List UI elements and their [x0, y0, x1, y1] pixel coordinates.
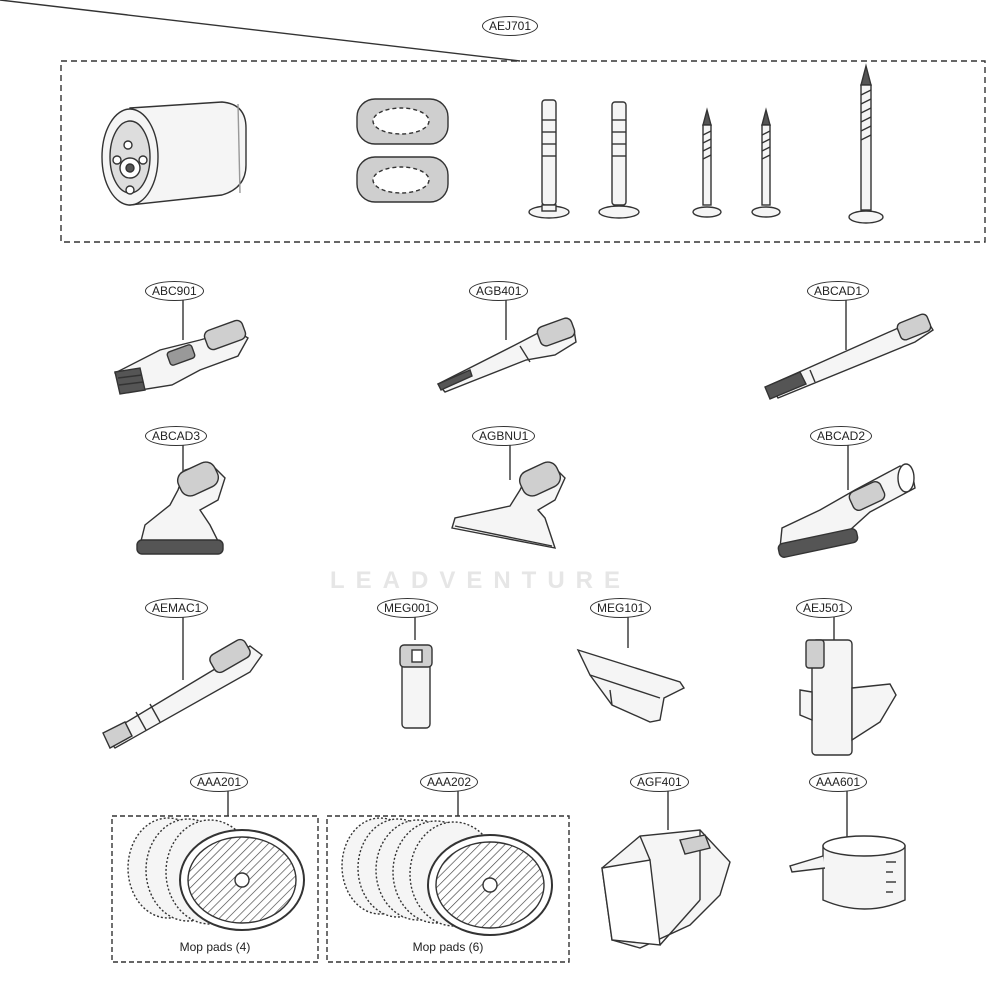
clip-meg101: [576, 648, 686, 723]
label-aaa202: AAA202: [420, 772, 479, 792]
dust-bag-agf401: [601, 829, 731, 949]
label-agf401: AGF401: [630, 772, 689, 792]
group-box-aej701: [60, 60, 986, 243]
label-aaa201: AAA201: [190, 772, 249, 792]
tool-abcad2: [777, 463, 916, 558]
mop-pads-4: [127, 817, 305, 931]
label-agbnu1: AGBNU1: [472, 426, 536, 446]
watermark: LEADVENTURE: [330, 567, 632, 594]
rubber-pads-part: [356, 98, 449, 203]
tool-aemac1: [102, 638, 263, 749]
bracket-aej501: [799, 639, 897, 756]
label-abc901: ABC901: [145, 281, 204, 301]
caption-mop-pads-6: Mop pads (6): [412, 940, 484, 954]
measuring-cup-aaa601: [789, 835, 906, 910]
tool-agb401: [436, 317, 577, 393]
label-agb401: AGB401: [469, 281, 529, 301]
label-abcad2: ABCAD2: [810, 426, 873, 446]
tool-abc901: [113, 319, 249, 395]
label-aej501: AEJ501: [796, 598, 853, 618]
tool-agbnu1: [451, 461, 566, 549]
screws-part: [528, 63, 884, 224]
mop-pads-6: [341, 817, 553, 936]
label-abcad3: ABCAD3: [145, 426, 208, 446]
adapter-part: [101, 101, 247, 206]
tool-abcad3: [136, 461, 226, 555]
label-aaa601: AAA601: [809, 772, 868, 792]
label-meg001: MEG001: [377, 598, 439, 618]
label-meg101: MEG101: [590, 598, 652, 618]
label-abcad1: ABCAD1: [807, 281, 870, 301]
label-aemac1: AEMAC1: [145, 598, 209, 618]
group-box-aaa202: [326, 815, 570, 963]
holder-meg001: [399, 644, 433, 729]
label-aej701: AEJ701: [482, 16, 539, 36]
tool-abcad1: [764, 313, 934, 400]
leader-aej701: [0, 0, 521, 62]
caption-mop-pads-4: Mop pads (4): [179, 940, 251, 954]
